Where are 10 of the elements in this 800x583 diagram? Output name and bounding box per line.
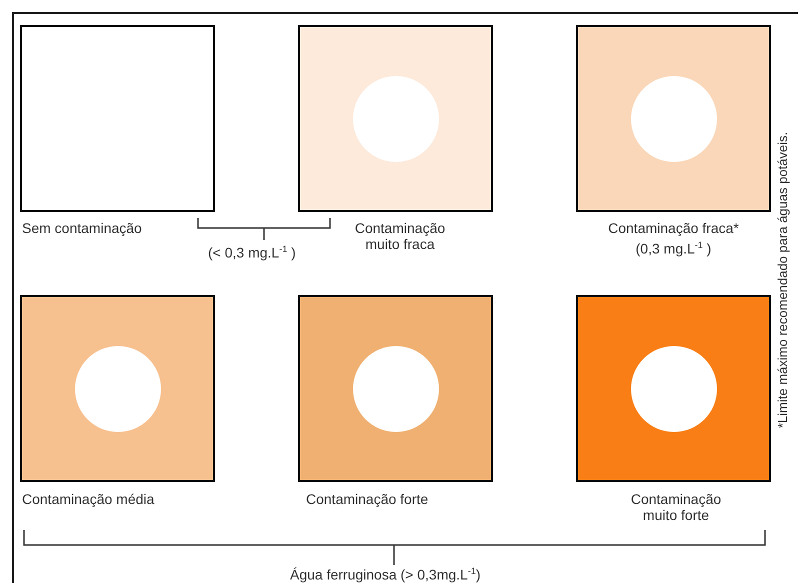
node-label: Sem contaminação	[22, 220, 142, 236]
node-label: Contaminação fraca*	[607, 220, 740, 236]
node-label: Contaminação muito fraca	[354, 220, 446, 252]
concentration-label: Água ferruginosa (> 0,3mg.L$^{-1}$)	[290, 566, 481, 583]
node-label: Contaminação muito forte	[630, 491, 722, 523]
node-label: Contaminação média	[22, 491, 154, 507]
concentration-label: (< 0,3 mg.L$^{-1}$ )	[208, 244, 296, 261]
node-label: (0,3 mg.L$^{-1}$ )	[634, 240, 712, 257]
node-label: Contaminação forte	[306, 491, 428, 507]
footnote: *Limite máximo recomendado para águas potáveis.	[775, 132, 790, 428]
